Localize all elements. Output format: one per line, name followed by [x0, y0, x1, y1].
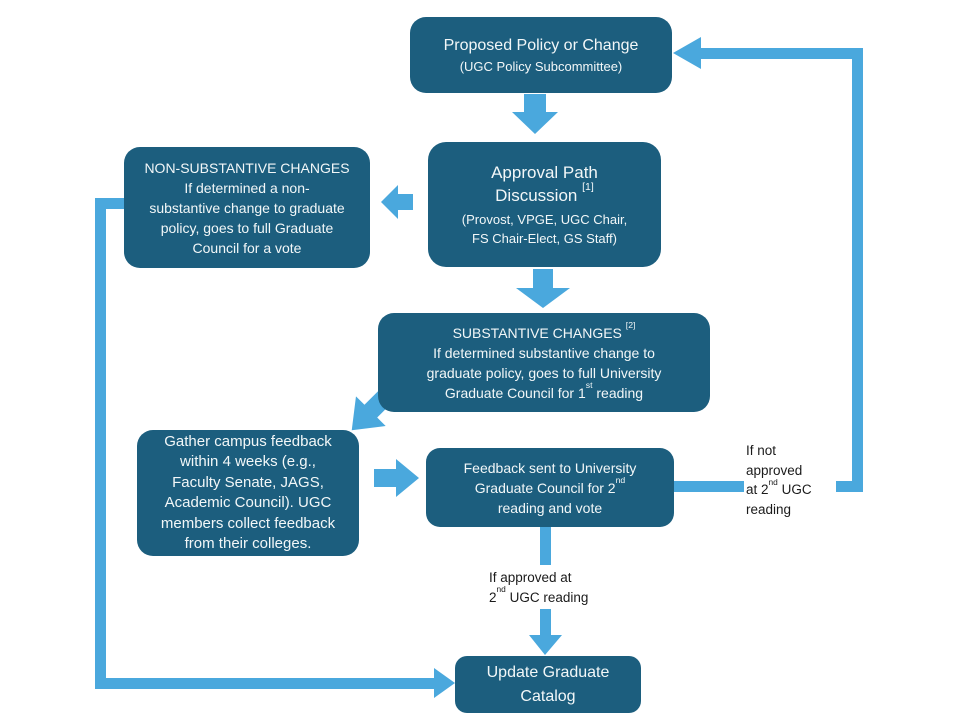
- edge-notapproved-seg2: [836, 481, 863, 492]
- substantive-line: graduate policy, goes to full University: [426, 364, 662, 381]
- gather-feedback-line: from their colleges.: [184, 535, 312, 552]
- label-if-not-approved: If not approved at 2nd UGC reading: [746, 443, 812, 517]
- non-substantive-line: policy, goes to full Graduate: [160, 219, 334, 236]
- substantive-heading: SUBSTANTIVE CHANGES [2]: [452, 319, 636, 341]
- proposed-policy-title: Proposed Policy or Change: [443, 36, 639, 54]
- feedback-sent-line: Feedback sent to University: [463, 459, 637, 476]
- non-substantive-line: substantive change to graduate: [149, 199, 345, 216]
- arrow-proposed-to-approval-icon: [512, 94, 558, 134]
- node-proposed-policy: Proposed Policy or Change (UGC Policy Su…: [410, 17, 672, 93]
- edge-approved-seg1: [540, 527, 551, 565]
- feedback-sent-line: Graduate Council for 2nd: [474, 474, 626, 496]
- approval-path-subtitle: (Provost, VPGE, UGC Chair, FS Chair-Elec…: [461, 212, 628, 246]
- gather-feedback-line: Gather campus feedback: [164, 432, 332, 450]
- substantive-line: If determined substantive change to: [433, 344, 655, 361]
- label-if-approved: If approved at 2nd UGC reading: [489, 570, 589, 605]
- gather-feedback-line: within 4 weeks (e.g.,: [180, 453, 316, 470]
- edge-notapproved-top: [701, 48, 863, 59]
- edge-nonsub-vertical: [95, 198, 106, 689]
- non-substantive-heading: NON-SUBSTANTIVE CHANGES: [144, 159, 350, 176]
- edge-notapproved-arrowhead-icon: [673, 37, 701, 69]
- arrow-approval-to-substantive-icon: [516, 269, 570, 308]
- node-update-catalog: Update Graduate Catalog: [455, 656, 641, 713]
- non-substantive-line: If determined a non-: [184, 179, 310, 196]
- proposed-policy-subtitle: (UGC Policy Subcommittee): [459, 58, 623, 74]
- edge-nonsub-bottom: [95, 678, 435, 689]
- arrow-approval-to-nonsubstantive-icon: [381, 185, 413, 219]
- edge-nonsub-arrowhead-icon: [434, 668, 455, 698]
- approval-path-footnote-ref: [1]: [582, 180, 594, 193]
- node-approval-path: Approval Path Discussion [1] (Provost, V…: [428, 142, 661, 267]
- arrow-gather-to-feedback-icon: [374, 459, 419, 497]
- edge-notapproved-vertical: [852, 48, 863, 492]
- update-catalog-line: Update Graduate: [486, 663, 610, 681]
- feedback-sent-line: reading and vote: [497, 499, 603, 516]
- gather-feedback-line: Academic Council). UGC: [164, 494, 332, 511]
- approval-path-title: Approval Path Discussion [1]: [491, 163, 598, 205]
- substantive-footnote-ref: [2]: [625, 319, 636, 330]
- update-catalog-line: Catalog: [520, 687, 576, 705]
- gather-feedback-line: Faculty Senate, JAGS,: [172, 473, 324, 491]
- edge-approved-seg2: [540, 609, 551, 635]
- gather-feedback-line: members collect feedback: [160, 514, 336, 532]
- edge-approved-arrowhead-icon: [529, 635, 562, 655]
- edge-notapproved-seg1: [673, 481, 744, 492]
- node-non-substantive: NON-SUBSTANTIVE CHANGES If determined a …: [124, 147, 370, 268]
- substantive-line: Graduate Council for 1st reading: [444, 379, 644, 401]
- non-substantive-line: Council for a vote: [192, 239, 302, 256]
- node-substantive: SUBSTANTIVE CHANGES [2] If determined su…: [378, 313, 710, 412]
- node-feedback-sent: Feedback sent to University Graduate Cou…: [426, 448, 674, 527]
- edge-nonsub-seg1: [95, 198, 125, 209]
- node-gather-feedback: Gather campus feedback within 4 weeks (e…: [137, 430, 359, 556]
